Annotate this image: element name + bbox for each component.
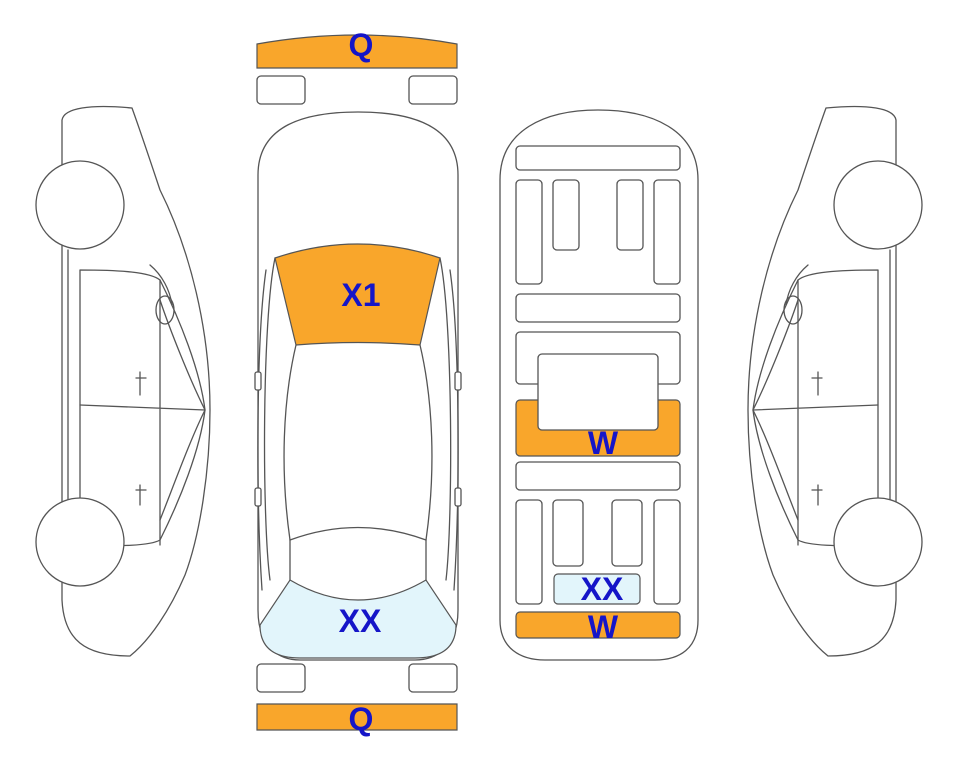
front-bumper-label: Q xyxy=(349,27,374,63)
underbody-rear-label: W xyxy=(588,609,619,645)
rear-window-zone xyxy=(259,579,457,659)
rear-window-label: XX xyxy=(339,603,382,639)
rear-bumper-zone xyxy=(256,703,458,731)
car-underbody-view xyxy=(499,109,699,661)
windshield-label: X1 xyxy=(341,277,380,313)
front-wheel-right xyxy=(833,160,923,250)
front-bumper-zone xyxy=(256,34,458,69)
car-left-side-view xyxy=(35,105,211,657)
rear-wheel-right xyxy=(833,497,923,587)
rear-wheel-left xyxy=(35,497,125,587)
front-wheel-left xyxy=(35,160,125,250)
car-top-view xyxy=(254,34,462,731)
underbody-middle-label: W xyxy=(588,425,619,461)
rear-bumper-label: Q xyxy=(349,701,374,737)
car-right-side-view xyxy=(747,105,923,657)
underbody-rear-zone xyxy=(515,611,681,639)
underbody-rear-small-label: XX xyxy=(581,571,624,607)
underbody-rear-small-zone xyxy=(553,573,641,605)
